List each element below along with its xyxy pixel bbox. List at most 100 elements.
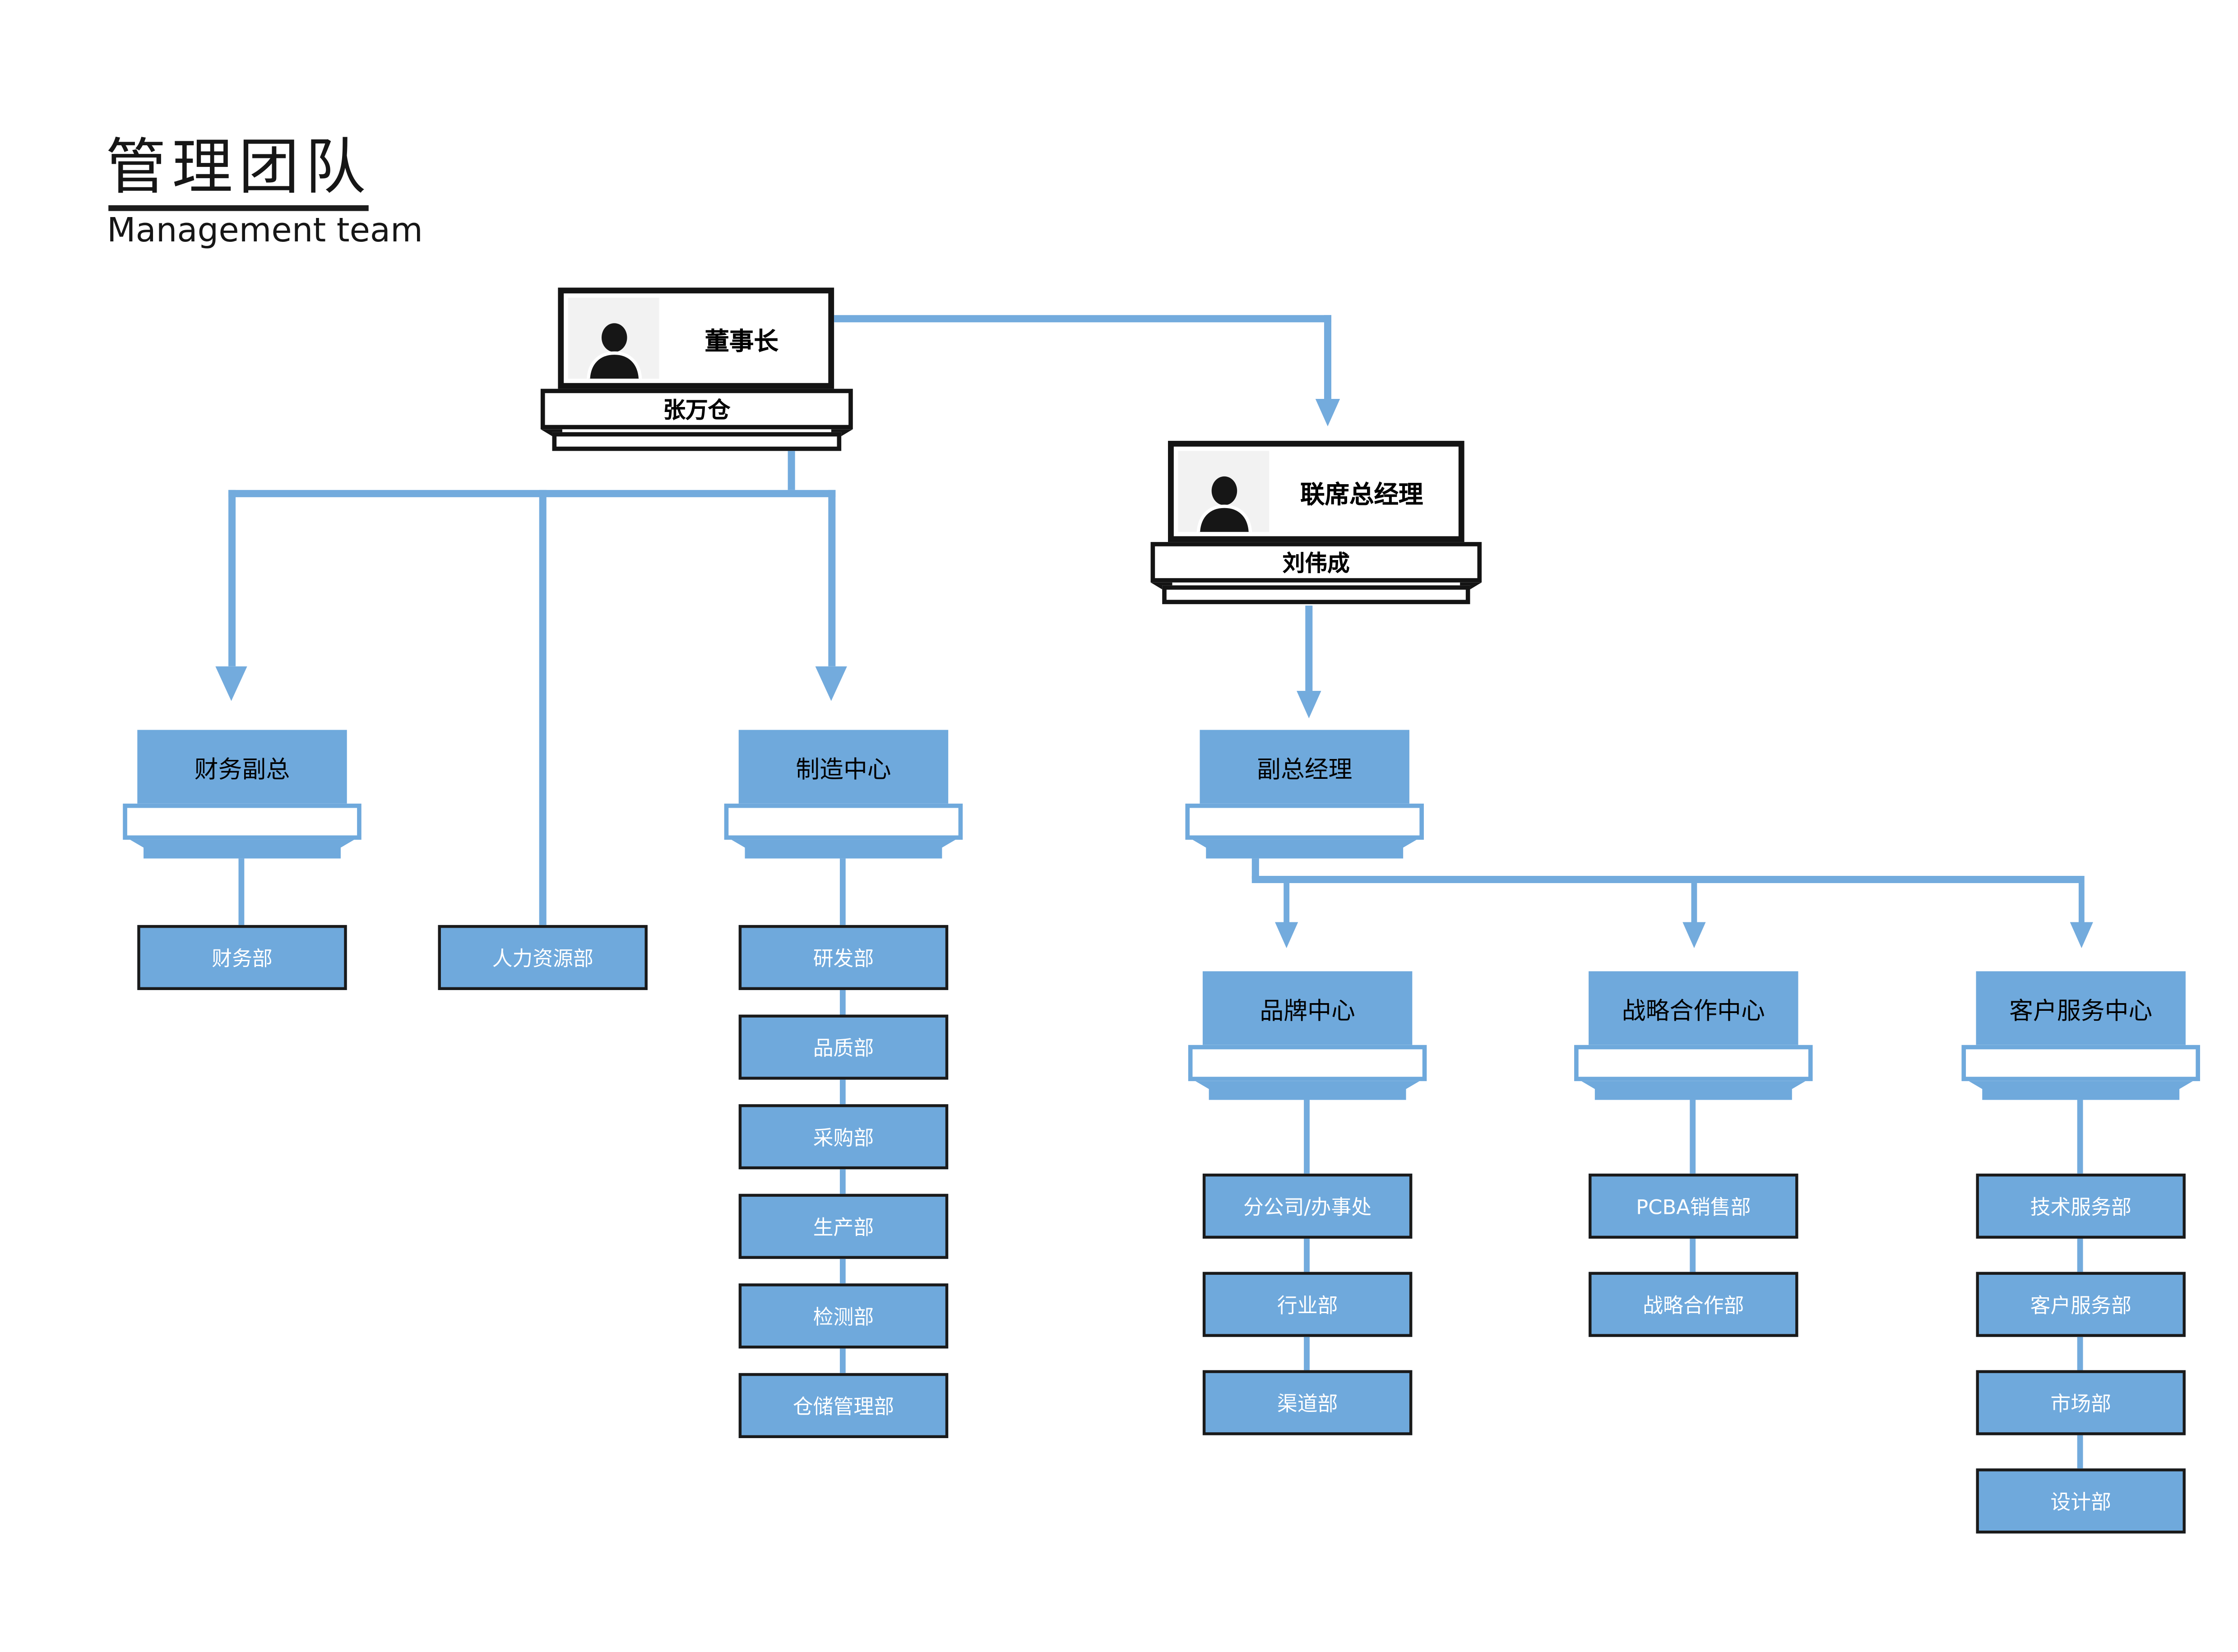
node-co-gm[interactable]: 联席总经理 [1168, 440, 1464, 542]
dept-label: 仓储管理部 [792, 1395, 894, 1419]
node-title: 制造中心 [796, 755, 891, 783]
title-underline [108, 205, 369, 211]
person-name: 张万仓 [663, 397, 731, 424]
dept-label: 人力资源部 [492, 947, 593, 971]
node-manufacturing-center[interactable]: 制造中心 [738, 730, 949, 804]
person-icon [1196, 476, 1251, 532]
connector-mfg-col-3 [839, 1169, 846, 1194]
dept-label: 分公司/办事处 [1243, 1196, 1372, 1219]
node-brand-center-bar [1188, 1045, 1427, 1081]
arrow-down-icon [1275, 922, 1298, 949]
connector-deputy-feeder [1251, 858, 1259, 879]
pedestal-base [552, 432, 842, 451]
connector-to-hr-v [539, 490, 547, 925]
dept-box-branch-office[interactable]: 分公司/办事处 [1202, 1173, 1413, 1239]
connector-finance-col [238, 858, 245, 925]
node-finance-vp-pedestal [130, 839, 354, 859]
node-chairman-pedestal [540, 429, 853, 452]
connector-to-customer-v [2078, 883, 2085, 922]
node-strategic-center[interactable]: 战略合作中心 [1589, 971, 1798, 1045]
connector-to-strategic-v [1691, 883, 1697, 922]
node-chairman-nameplate[interactable]: 张万仓 [540, 389, 853, 430]
connector-customer-col-2 [2077, 1337, 2083, 1370]
connector-mfg-col-2 [839, 1079, 846, 1105]
dept-label: 战略合作部 [1643, 1294, 1744, 1318]
dept-label: 技术服务部 [2030, 1196, 2131, 1219]
dept-box-pcba-sales[interactable]: PCBA销售部 [1589, 1173, 1798, 1239]
person-name: 刘伟成 [1282, 551, 1350, 577]
node-title: 客户服务中心 [2009, 996, 2153, 1024]
node-co-gm-nameplate[interactable]: 刘伟成 [1150, 542, 1482, 583]
connector-brand-col-1 [1304, 1238, 1310, 1272]
arrow-down-icon [1297, 691, 1321, 718]
node-customer-center[interactable]: 客户服务中心 [1976, 971, 2186, 1045]
connector-to-finance-vp-v [228, 490, 236, 666]
connector-brand-col-2 [1304, 1337, 1310, 1370]
arrow-down-icon [1682, 922, 1706, 949]
node-strategic-center-pedestal [1581, 1081, 1806, 1100]
connector-mfg-col-4 [839, 1259, 846, 1284]
node-strategic-center-bar [1574, 1045, 1813, 1081]
node-brand-center[interactable]: 品牌中心 [1202, 971, 1413, 1045]
dept-box-tech-service[interactable]: 技术服务部 [1976, 1173, 2186, 1239]
node-title: 联席总经理 [1300, 480, 1423, 510]
node-brand-center-pedestal [1195, 1081, 1420, 1100]
dept-box-quality[interactable]: 品质部 [738, 1014, 949, 1080]
node-title: 董事长 [704, 327, 778, 356]
node-title: 品牌中心 [1260, 996, 1355, 1024]
node-chairman[interactable]: 董事长 [558, 287, 834, 389]
node-deputy-gm[interactable]: 副总经理 [1200, 730, 1409, 804]
connector-chairman-to-cogm-v [1324, 315, 1331, 399]
dept-label: 财务部 [212, 947, 273, 971]
node-deputy-gm-pedestal [1192, 839, 1417, 859]
dept-box-finance[interactable]: 财务部 [137, 925, 347, 990]
dept-box-testing[interactable]: 检测部 [738, 1283, 949, 1349]
node-customer-center-bar [1961, 1045, 2200, 1081]
connector-brand-col-0 [1304, 1100, 1310, 1174]
node-manufacturing-center-bar [724, 803, 963, 840]
page-subtitle: Management team [107, 212, 423, 250]
dept-label: 检测部 [813, 1305, 874, 1329]
dept-box-customer-service[interactable]: 客户服务部 [1976, 1272, 2186, 1337]
pedestal-base [1162, 585, 1470, 604]
arrow-down-icon [2070, 922, 2093, 949]
connector-to-brand-v [1283, 883, 1290, 922]
dept-label: 行业部 [1277, 1294, 1338, 1318]
dept-label: 生产部 [813, 1216, 874, 1240]
connector-customer-col-0 [2077, 1100, 2083, 1174]
connector-mfg-col-1 [839, 990, 846, 1015]
node-manufacturing-center-pedestal [731, 839, 956, 859]
arrow-down-icon [815, 666, 847, 701]
connector-mfg-col-0 [839, 858, 846, 925]
dept-label: 客户服务部 [2030, 1294, 2131, 1318]
connector-customer-col-3 [2077, 1435, 2083, 1469]
connector-deputy-branch-h [1251, 876, 2085, 884]
dept-box-industry[interactable]: 行业部 [1202, 1272, 1413, 1337]
connector-customer-col-1 [2077, 1238, 2083, 1272]
connector-chairman-to-cogm-h [834, 315, 1331, 323]
connector-cogm-to-deputy-v [1305, 606, 1313, 691]
avatar [568, 297, 659, 379]
dept-label: PCBA销售部 [1636, 1196, 1751, 1219]
page-title: 管理团队 [105, 131, 372, 203]
dept-box-warehouse[interactable]: 仓储管理部 [738, 1373, 949, 1438]
node-title: 战略合作中心 [1622, 996, 1765, 1024]
dept-box-production[interactable]: 生产部 [738, 1194, 949, 1259]
node-finance-vp[interactable]: 财务副总 [137, 730, 347, 804]
dept-box-design[interactable]: 设计部 [1976, 1468, 2186, 1534]
connector-mfg-col-5 [839, 1348, 846, 1373]
dept-box-purchasing[interactable]: 采购部 [738, 1104, 949, 1170]
dept-label: 市场部 [2050, 1393, 2111, 1416]
avatar [1178, 451, 1270, 532]
dept-box-rd[interactable]: 研发部 [738, 925, 949, 990]
dept-box-hr[interactable]: 人力资源部 [438, 925, 648, 990]
dept-box-strategic-coop[interactable]: 战略合作部 [1589, 1272, 1798, 1337]
dept-box-marketing[interactable]: 市场部 [1976, 1370, 2186, 1435]
node-finance-vp-bar [123, 803, 361, 840]
dept-label: 采购部 [813, 1126, 874, 1150]
connector-to-manufacturing-v [828, 490, 836, 666]
node-title: 副总经理 [1257, 755, 1353, 783]
connector-left-branch-h [228, 490, 836, 497]
dept-box-channel[interactable]: 渠道部 [1202, 1370, 1413, 1435]
